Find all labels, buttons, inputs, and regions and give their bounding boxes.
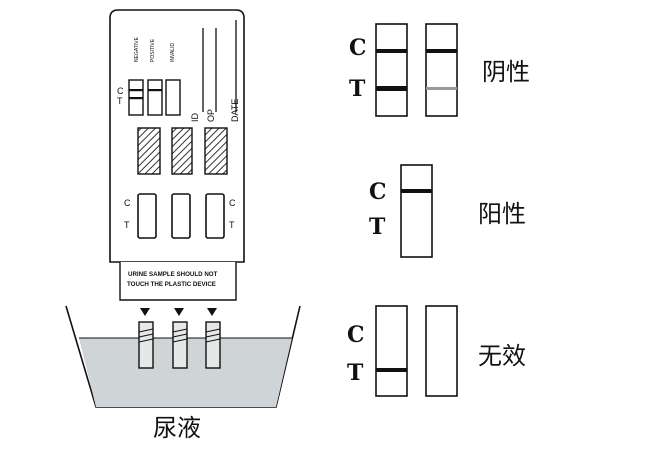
op-label: OP <box>206 109 216 122</box>
invalid-c-label: C <box>347 322 365 348</box>
well-c-label-left: C <box>124 198 131 208</box>
warning-line-2: TOUCH THE PLASTIC DEVICE <box>127 281 216 288</box>
negative-c-label: C <box>349 35 367 61</box>
mini-t-label: T <box>117 96 123 106</box>
well-c-label-right: C <box>229 198 236 208</box>
urine-label: 尿液 <box>153 414 201 442</box>
reference-windows <box>128 79 181 116</box>
positive-strip <box>400 164 433 258</box>
positive-c-label: C <box>369 179 387 205</box>
dip-strips <box>138 321 221 369</box>
result-wells <box>137 193 225 239</box>
positive-mini-label: POSITIVE <box>150 38 156 62</box>
negative-mini-label: NEGATIVE <box>134 36 140 62</box>
negative-label: 阴性 <box>482 58 530 86</box>
well-t-label-left: T <box>124 220 130 230</box>
well-t-label-right: T <box>229 220 235 230</box>
positive-t-label: T <box>369 214 386 240</box>
invalid-strips <box>375 305 458 397</box>
dip-arrows <box>140 308 217 316</box>
date-label: DATE <box>230 99 240 122</box>
invalid-label: 无效 <box>478 342 526 370</box>
id-label: ID <box>190 112 200 122</box>
invalid-t-label: T <box>347 360 364 386</box>
negative-strips <box>375 23 458 117</box>
warning-tab <box>119 262 237 301</box>
mini-c-label: C <box>117 86 124 96</box>
drug-panels <box>137 127 228 175</box>
invalid-mini-label: INVALID <box>170 43 176 62</box>
positive-label: 阳性 <box>478 200 526 228</box>
negative-t-label: T <box>349 76 366 102</box>
warning-line-1: URINE SAMPLE SHOULD NOT <box>128 271 218 278</box>
